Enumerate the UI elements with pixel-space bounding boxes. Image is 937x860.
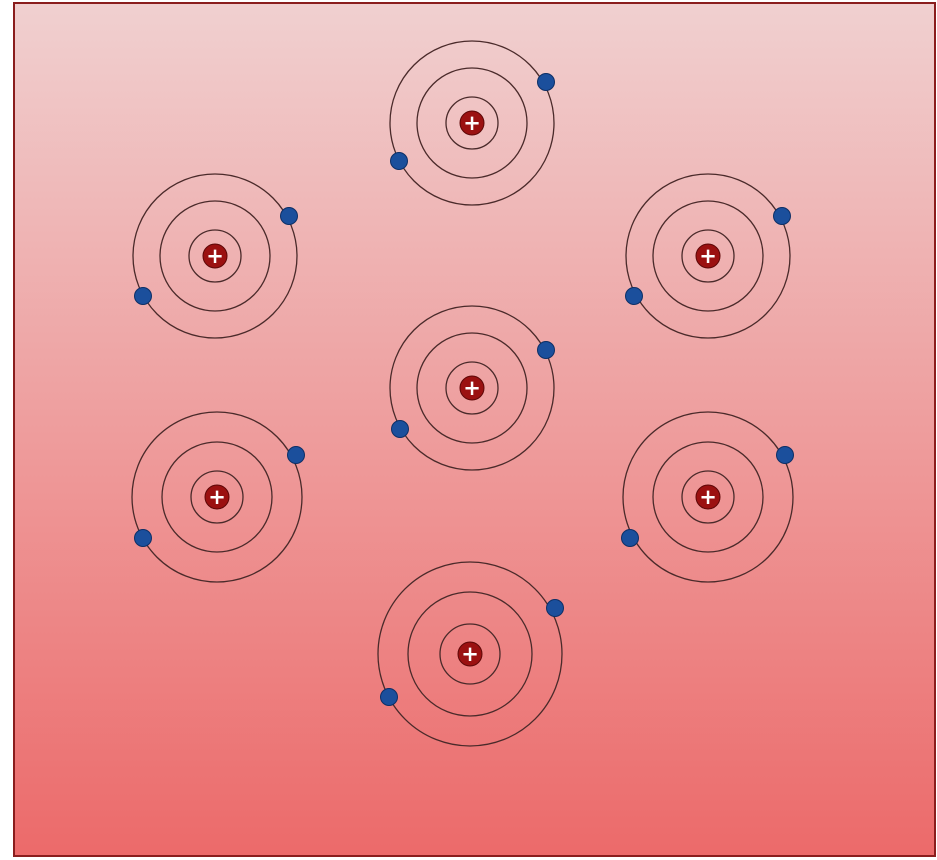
- electron-1: [537, 341, 555, 359]
- atom-7: +: [377, 561, 564, 747]
- diagram-background: [13, 2, 936, 857]
- nucleus: [695, 484, 721, 510]
- electron-shell-1: [439, 623, 501, 685]
- electron-shell-2: [416, 67, 528, 179]
- atoms-group: + + + + + + +: [131, 40, 794, 747]
- nucleus-plus-sign: +: [699, 485, 717, 509]
- electron-shell-3: [625, 173, 791, 339]
- electron-2: [625, 287, 643, 305]
- electron-shell-3: [131, 411, 303, 583]
- electron-2: [380, 688, 398, 706]
- electron-shell-2: [161, 441, 273, 553]
- atom-6: +: [621, 411, 794, 583]
- electron-1: [537, 73, 555, 91]
- electron-shell-3: [622, 411, 794, 583]
- electron-shell-3: [389, 40, 555, 206]
- electron-1: [546, 599, 564, 617]
- nucleus: [695, 243, 721, 269]
- electron-shell-1: [188, 229, 242, 283]
- electron-2: [134, 529, 152, 547]
- nucleus-plus-sign: +: [463, 111, 481, 135]
- atom-5: +: [131, 411, 305, 583]
- electron-1: [776, 446, 794, 464]
- electron-shell-2: [159, 200, 271, 312]
- electron-shell-1: [445, 96, 499, 150]
- electron-2: [134, 287, 152, 305]
- nucleus: [202, 243, 228, 269]
- electron-shell-2: [652, 200, 764, 312]
- electron-shell-3: [377, 561, 563, 747]
- electron-shell-3: [132, 173, 298, 339]
- nucleus: [459, 375, 485, 401]
- atom-1: +: [389, 40, 555, 206]
- nucleus-plus-sign: +: [463, 376, 481, 400]
- electron-1: [280, 207, 298, 225]
- nucleus-plus-sign: +: [208, 485, 226, 509]
- electron-2: [390, 152, 408, 170]
- atom-2: +: [132, 173, 298, 339]
- electron-shell-1: [681, 470, 735, 524]
- electron-shell-2: [416, 332, 528, 444]
- atom-3: +: [625, 173, 791, 339]
- electron-shell-1: [445, 361, 499, 415]
- electron-1: [773, 207, 791, 225]
- electron-2: [391, 420, 409, 438]
- electron-2: [621, 529, 639, 547]
- nucleus-plus-sign: +: [699, 244, 717, 268]
- electron-shell-2: [652, 441, 764, 553]
- electron-1: [287, 446, 305, 464]
- electron-shell-1: [681, 229, 735, 283]
- electron-shell-2: [407, 591, 533, 717]
- nucleus-plus-sign: +: [206, 244, 224, 268]
- nucleus: [457, 641, 483, 667]
- electron-shell-1: [190, 470, 244, 524]
- atom-4: +: [389, 305, 555, 471]
- electron-shell-3: [389, 305, 555, 471]
- nucleus-plus-sign: +: [461, 642, 479, 666]
- nucleus: [204, 484, 230, 510]
- nucleus: [459, 110, 485, 136]
